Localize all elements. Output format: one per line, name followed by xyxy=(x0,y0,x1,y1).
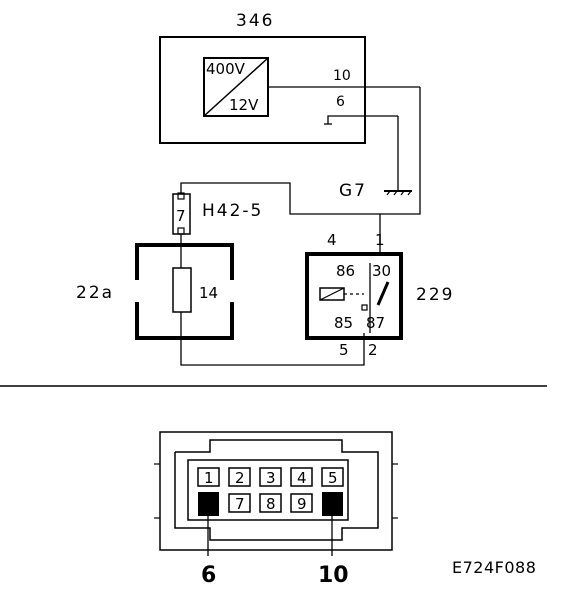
relay-terminal-30: 30 xyxy=(372,262,391,280)
connector-pin-9-label: 9 xyxy=(297,495,307,513)
wire-22a-to-relay-pin2 xyxy=(180,312,365,366)
figure-code: E724F088 xyxy=(452,558,536,577)
converter-pin-6-label: 6 xyxy=(336,94,345,110)
converter-voltage-out: 12V xyxy=(229,96,259,114)
ground-icon xyxy=(384,190,412,196)
connector-pin-6-filled xyxy=(198,492,219,516)
relay-pin-1-label: 1 xyxy=(375,231,385,249)
relay-box xyxy=(305,252,403,340)
fuse-contact-bottom xyxy=(177,227,185,235)
unit-22a-fuse-number: 14 xyxy=(199,284,218,302)
connector-pin-7-label: 7 xyxy=(235,495,245,513)
connector-pin-2-label: 2 xyxy=(235,469,245,487)
converter-voltage-in: 400V xyxy=(206,60,246,78)
connector-pin-3 xyxy=(259,467,282,487)
wire-fuse-to-relay-feed xyxy=(180,182,380,215)
callout-label-6: 6 xyxy=(201,563,216,588)
connector-pin-3-label: 3 xyxy=(266,469,276,487)
unit-22a-label: 22a xyxy=(76,283,114,303)
relay-terminal-85: 85 xyxy=(334,314,353,332)
callout-label-10: 10 xyxy=(318,563,349,588)
converter-id-label: 346 xyxy=(236,11,274,31)
connector-housing xyxy=(154,431,398,551)
connector-pin-4 xyxy=(290,467,313,487)
connector-pin-4-label: 4 xyxy=(297,469,307,487)
connector-pin-9 xyxy=(290,493,313,513)
unit-22a-fuse-body xyxy=(172,267,192,313)
fuse-label: H42-5 xyxy=(202,201,263,221)
relay-pin-5-label: 5 xyxy=(339,341,349,359)
converter-pin-10-label: 10 xyxy=(333,68,351,84)
fuse-number: 7 xyxy=(176,207,186,225)
connector-pin-5 xyxy=(321,467,344,487)
relay-coil-icon xyxy=(319,287,345,301)
connector-pin-2 xyxy=(228,467,251,487)
relay-pin-4-label: 4 xyxy=(327,231,337,249)
converter-box xyxy=(159,36,366,144)
relay-pin-2-label: 2 xyxy=(368,341,378,359)
relay-id-label: 229 xyxy=(416,285,454,305)
relay-switch-icon xyxy=(361,281,390,311)
connector-pin-10-filled xyxy=(322,492,343,516)
connector-pin-8-label: 8 xyxy=(266,495,276,513)
connector-pin-1-label: 1 xyxy=(204,469,214,487)
unit-22a-box xyxy=(135,243,234,340)
ground-label: G7 xyxy=(339,181,367,201)
connector-pin-8 xyxy=(259,493,282,513)
wire-pin6-internal xyxy=(327,115,398,124)
relay-terminal-86: 86 xyxy=(336,262,355,280)
connector-pin-5-label: 5 xyxy=(328,469,338,487)
connector-pin-1 xyxy=(197,467,220,487)
relay-terminal-87: 87 xyxy=(366,314,385,332)
connector-pin-7 xyxy=(228,493,251,513)
converter-symbol-diagonal xyxy=(203,57,269,117)
wire-pin10-to-relay-pin1 xyxy=(379,87,421,253)
